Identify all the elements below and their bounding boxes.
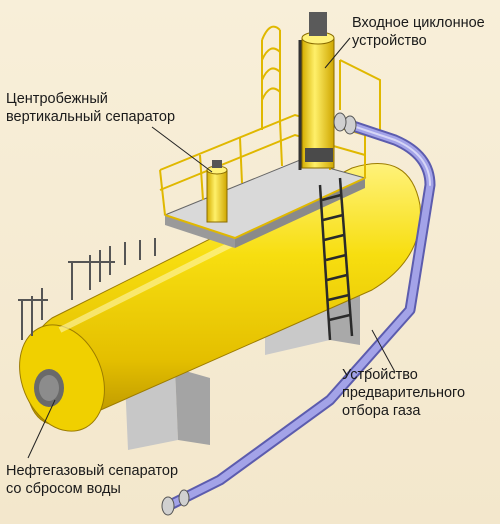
manhole-icon — [34, 369, 64, 407]
side-nozzles — [18, 238, 156, 340]
leader-lines — [27, 37, 396, 459]
cyclone-inlet-column — [298, 12, 335, 170]
access-ladder — [318, 177, 354, 341]
label-centrifugal-separator: Центробежный вертикальный сепаратор — [6, 91, 176, 125]
label-gas-offtake: Устройство предварительного отбора газа — [342, 367, 466, 419]
cyclone-ladder-cage — [261, 25, 381, 130]
centrifugal-separator-vessel — [206, 160, 228, 223]
label-cyclone-inlet: Входное циклонное устройство — [352, 15, 485, 49]
pipe-flanges — [161, 112, 357, 516]
gas-offtake-pipe — [164, 119, 436, 511]
label-oil-gas-separator: Нефтегазовый сепаратор со сбросом воды — [6, 463, 179, 497]
